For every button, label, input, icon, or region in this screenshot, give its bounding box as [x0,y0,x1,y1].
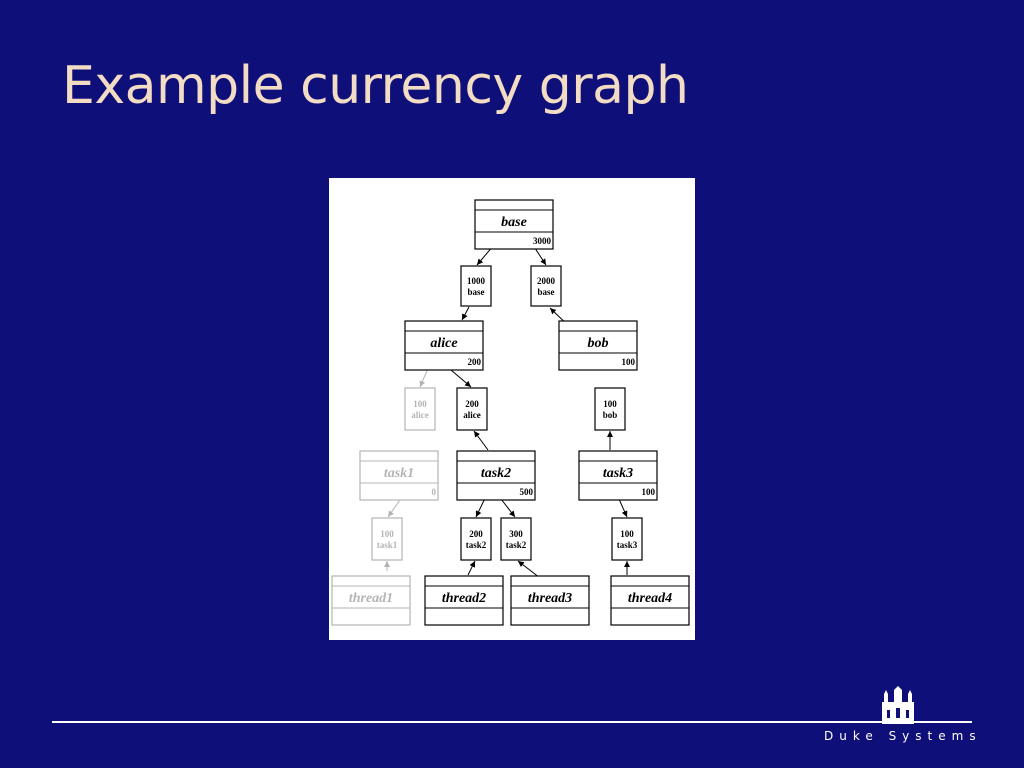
currency-amount: 0 [432,487,437,497]
ticket-box [460,517,492,561]
currency-node-base: base 3000 [474,199,554,250]
currency-node-task3: task3 100 [578,450,658,501]
currency-node-thread1: thread1 [331,575,411,626]
currency-box [424,575,504,626]
footer-divider [52,721,972,723]
ticket-currency: task2 [506,540,527,550]
currency-node-alice: alice 200 [404,320,484,371]
ticket-box [500,517,532,561]
currency-name: base [501,215,527,230]
currency-name: thread1 [349,591,393,606]
currency-box [456,450,536,501]
currency-node-thread2: thread2 [424,575,504,626]
ticket-box [456,387,488,431]
ticket-amount: 100 [603,399,617,409]
currency-box [404,320,484,371]
ticket-box [460,265,492,307]
currency-box [474,199,554,250]
ticket-amount: 100 [380,529,394,539]
currency-amount: 100 [622,357,636,367]
ticket-box [530,265,562,307]
ticket-currency: task1 [377,540,398,550]
ticket-amount: 200 [469,529,483,539]
ticket-amount: 2000 [537,276,556,286]
ticket-box [371,517,403,561]
currency-node-task1: task1 0 [359,450,439,501]
currency-amount: 100 [642,487,656,497]
currency-box [510,575,590,626]
ticket-box [594,387,626,431]
edge-arrow [467,560,476,576]
currency-node-thread4: thread4 [610,575,690,626]
duke-chapel-icon [882,686,914,724]
edge-arrow [473,430,489,451]
ticket-amount: 100 [620,529,634,539]
currency-amount: 200 [468,357,482,367]
ticket-amount: 1000 [467,276,486,286]
currency-box [359,450,439,501]
currency-name: task3 [603,466,633,481]
currency-node-task2: task2 500 [456,450,536,501]
currency-name: alice [430,336,457,351]
currency-name: bob [588,336,609,351]
currency-name: thread2 [442,591,486,606]
ticket-currency: base [537,287,554,297]
ticket-box [611,517,643,561]
ticket-currency: bob [603,410,618,420]
ticket-currency: alice [411,410,429,420]
currency-name: thread3 [528,591,572,606]
ticket-currency: base [467,287,484,297]
currency-box [558,320,638,371]
currency-graph-diagram: base3000alice200bob100task10task2500task… [331,199,690,626]
currency-box [610,575,690,626]
ticket-currency: alice [463,410,481,420]
currency-amount: 500 [520,487,534,497]
currency-name: task1 [384,466,414,481]
currency-box [578,450,658,501]
currency-name: thread4 [628,591,672,606]
footer-brand-text: Duke Systems [824,729,982,743]
ticket-amount: 200 [465,399,479,409]
ticket-amount: 100 [413,399,427,409]
ticket-amount: 300 [509,529,523,539]
ticket-currency: task2 [466,540,487,550]
ticket-box [404,387,436,431]
currency-amount: 3000 [533,236,552,246]
ticket-currency: task3 [617,540,638,550]
currency-node-bob: bob 100 [558,320,638,371]
currency-box [331,575,411,626]
currency-node-thread3: thread3 [510,575,590,626]
currency-name: task2 [481,466,511,481]
edge-arrow [461,306,470,321]
slide-title: Example currency graph [62,56,689,116]
